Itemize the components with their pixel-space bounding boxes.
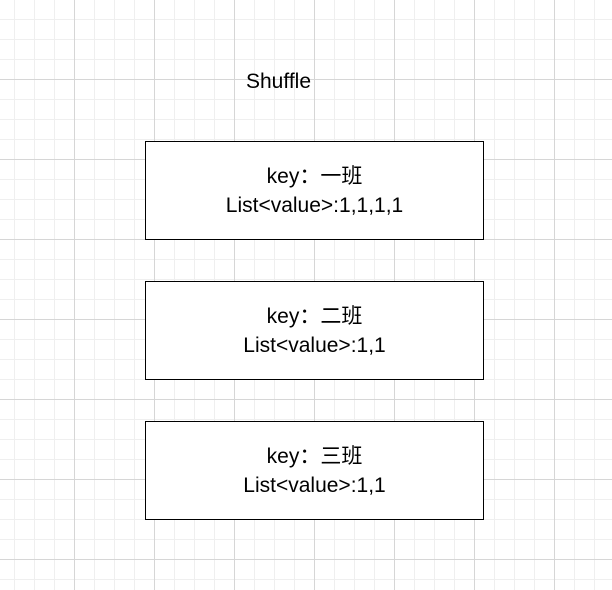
group-values-label: List<value>:1,1 [243, 473, 386, 497]
diagram-title: Shuffle [246, 70, 311, 93]
group-values-label: List<value>:1,1,1,1 [225, 193, 404, 217]
group-key-label: key：三班 [266, 444, 363, 468]
shuffle-group-box[interactable]: key：三班 List<value>:1,1 [145, 421, 484, 520]
group-key-label: key：一班 [266, 164, 363, 188]
shuffle-group-box[interactable]: key：二班 List<value>:1,1 [145, 281, 484, 380]
shuffle-group-box[interactable]: key：一班 List<value>:1,1,1,1 [145, 141, 484, 240]
group-values-label: List<value>:1,1 [243, 333, 386, 357]
group-key-label: key：二班 [266, 304, 363, 328]
